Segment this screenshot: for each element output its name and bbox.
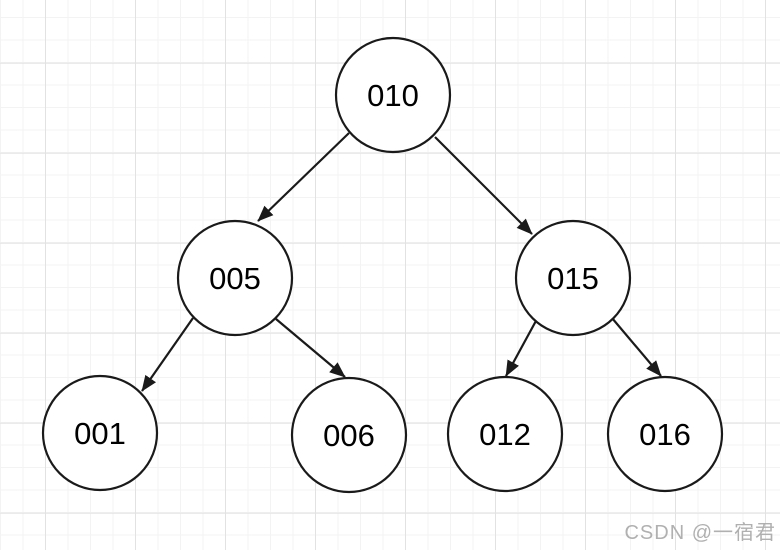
- tree-node-016[interactable]: 016: [606, 375, 724, 493]
- tree-node-005[interactable]: 005: [176, 219, 294, 337]
- tree-node-circle[interactable]: [41, 374, 159, 492]
- tree-node-012[interactable]: 012: [446, 375, 564, 493]
- tree-node-010[interactable]: 010: [334, 36, 452, 154]
- tree-edge-005-006[interactable]: [275, 318, 346, 378]
- tree-node-label: 016: [639, 417, 691, 452]
- tree-node-001[interactable]: 001: [41, 374, 159, 492]
- tree-node-label: 006: [323, 418, 375, 453]
- tree-edge-015-016[interactable]: [611, 317, 662, 377]
- tree-node-label: 012: [479, 417, 531, 452]
- tree-node-label: 015: [547, 261, 599, 296]
- tree-node-label: 010: [367, 78, 419, 113]
- watermark: CSDN @一宿君: [624, 522, 776, 544]
- tree-node-015[interactable]: 015: [514, 219, 632, 337]
- tree-node-circle[interactable]: [290, 376, 408, 494]
- tree-node-006[interactable]: 006: [290, 376, 408, 494]
- tree-node-circle[interactable]: [606, 375, 724, 493]
- tree-node-label: 001: [74, 416, 126, 451]
- tree-edge-015-012[interactable]: [505, 318, 538, 377]
- tree-node-label: 005: [209, 261, 261, 296]
- tree-node-circle[interactable]: [334, 36, 452, 154]
- tree-edge-010-015[interactable]: [434, 136, 533, 235]
- tree-edge-010-005[interactable]: [257, 132, 350, 222]
- tree-node-circle[interactable]: [176, 219, 294, 337]
- tree-node-circle[interactable]: [446, 375, 564, 493]
- tree-edge-005-001[interactable]: [141, 317, 194, 392]
- tree-node-circle[interactable]: [514, 219, 632, 337]
